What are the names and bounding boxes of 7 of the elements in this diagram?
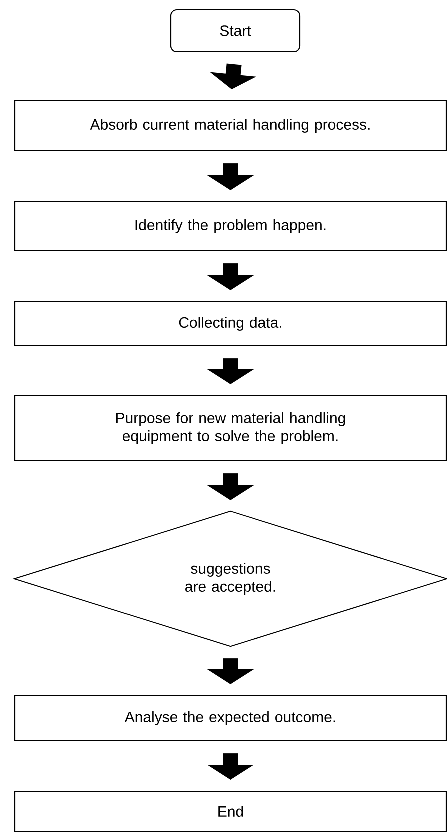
process-box: Collecting data. [14, 301, 447, 347]
process-box: Analyse the expected outcome. [14, 695, 447, 742]
process-box: End [14, 790, 447, 832]
process-box: Absorb current material handling process. [14, 100, 447, 152]
process-box: Purpose for new material handling equipment to solve the problem. [14, 395, 447, 462]
start-terminal: Start [170, 9, 301, 53]
process-box: Identify the problem happen. [14, 201, 447, 252]
